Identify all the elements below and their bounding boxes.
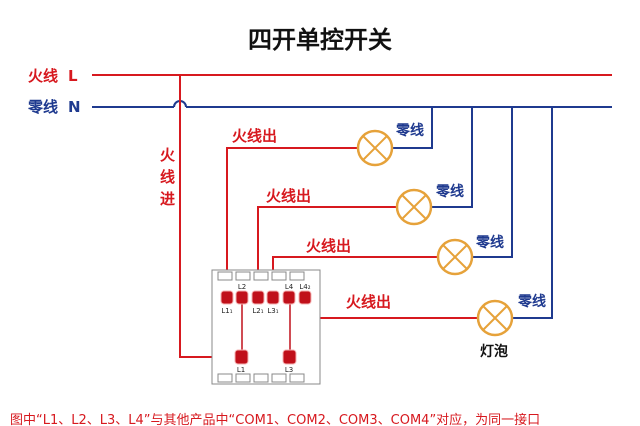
four-gang-switch [211,269,321,385]
lamp-icon [476,299,514,337]
live-line-label: 火线 [28,67,58,85]
live-in-label: 进 [160,190,175,208]
live-out-label: 火线出 [266,187,311,205]
terminal-label: L2 [238,283,246,291]
diagram-title: 四开单控开关 [248,26,392,54]
live-out-wire-2 [257,206,397,295]
terminal-label: L1 [237,366,245,374]
neutral-return-1 [392,107,433,149]
live-in-label: 火 [160,146,176,164]
live-line-letter: L [68,67,78,85]
terminal-label: L4₂ [299,283,310,291]
lamp-neutral-label: 零线 [517,293,546,310]
neutral-line-letter: N [68,98,81,116]
neutral-return-4 [512,107,553,319]
terminal-label: L4 [285,283,294,291]
bulb-label: 灯泡 [480,343,508,360]
terminal-label: L3₁ [267,307,278,315]
live-out-wire-1 [226,147,358,295]
neutral-return-3 [472,107,513,258]
terminal-label: L1₁ [221,307,232,315]
caption: 图中“L1、L2、L3、L4”与其他产品中“COM1、COM2、COM3、COM… [10,412,540,426]
terminal-label: L3 [285,366,293,374]
lamp-neutral-label: 零线 [435,183,464,200]
terminal-label: L2₁ [252,307,263,315]
neutral-line-label: 零线 [27,98,58,116]
live-in-label: 线 [160,168,175,186]
lamp-icon [395,188,433,226]
lamp-icon [436,238,474,276]
live-out-label: 火线出 [346,293,391,311]
lamp-neutral-label: 零线 [395,122,424,139]
lamp-icon [356,129,394,167]
neutral-return-2 [431,107,473,208]
live-out-label: 火线出 [306,237,351,255]
live-out-wire-4 [305,295,478,319]
lamp-neutral-label: 零线 [475,234,504,251]
live-out-label: 火线出 [232,127,277,145]
